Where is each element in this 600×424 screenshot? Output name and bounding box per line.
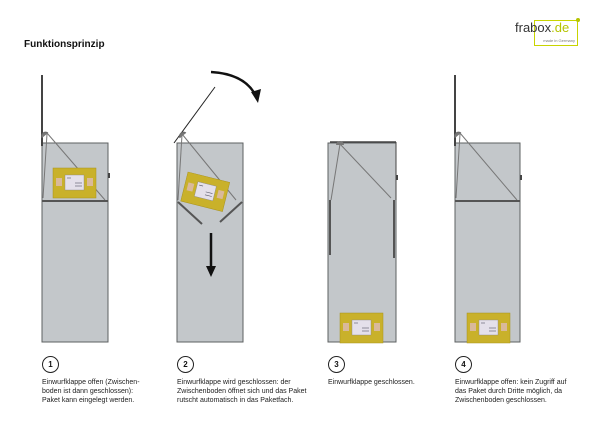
package-icon: [339, 312, 384, 344]
rotate-arrow-icon: [210, 70, 258, 97]
panel-3-box: [327, 141, 398, 344]
step-1: 1 Einwurfklappe offen (Zwischen- boden i…: [42, 356, 170, 405]
step-4: 4 Einwurfklappe offen: kein Zugriff auf …: [455, 356, 595, 405]
page-title: Funktionsprinzip: [24, 39, 105, 50]
panel-1-box: [41, 75, 110, 343]
logo-tagline: made in Germany: [543, 38, 575, 43]
frabox-logo: frabox.de made in Germany: [515, 18, 580, 46]
logo-tld: .de: [551, 20, 570, 35]
step-number: 1: [42, 356, 59, 373]
package-icon: [466, 312, 511, 344]
step-3: 3 Einwurfklappe geschlossen.: [328, 356, 448, 387]
step-number: 4: [455, 356, 472, 373]
panel-4-box: [454, 75, 522, 344]
step-description: Einwurfklappe offen (Zwischen- boden ist…: [42, 379, 140, 404]
step-number: 2: [177, 356, 194, 373]
step-description: Einwurfklappe offen: kein Zugriff auf da…: [455, 379, 567, 404]
logo-name: frabox: [515, 20, 552, 35]
panel-2-box: [173, 70, 261, 343]
package-icon: [52, 167, 97, 199]
step-description: Einwurfklappe geschlossen.: [328, 379, 415, 386]
step-description: Einwurfklappe wird geschlossen: der Zwis…: [177, 379, 307, 404]
step-2: 2 Einwurfklappe wird geschlossen: der Zw…: [177, 356, 323, 405]
logo-dot-icon: [576, 18, 580, 22]
step-number: 3: [328, 356, 345, 373]
